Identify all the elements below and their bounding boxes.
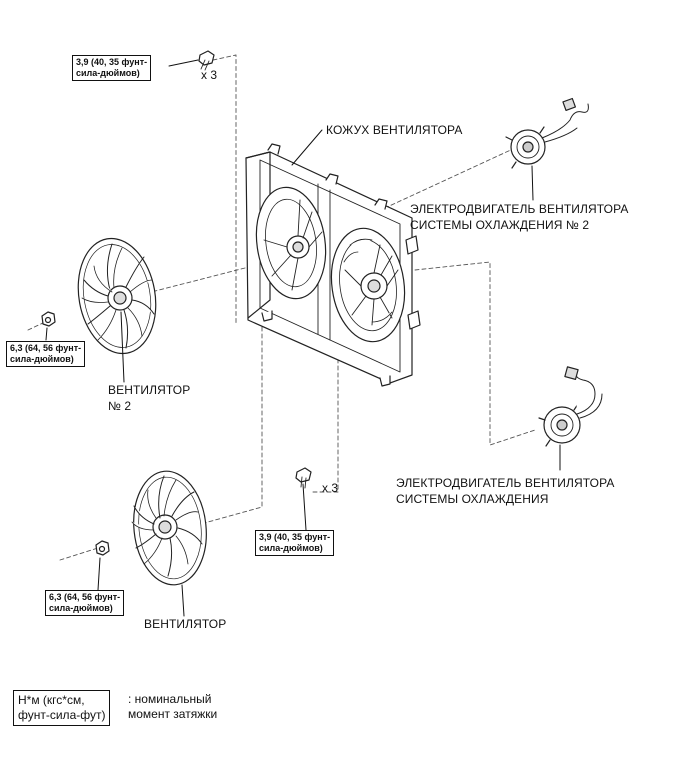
fan-1-nut <box>95 540 110 556</box>
legend-unit-line1: Н*м (кгс*см, <box>18 693 85 707</box>
torque-value: 6,3 (64, 56 фунт- <box>49 592 121 602</box>
torque-box-top-bolt: 3,9 (40, 35 фунт- сила-дюймов) <box>72 55 152 81</box>
leader-lines <box>45 59 561 617</box>
quantity-lower-bolt: x 3 <box>322 481 339 495</box>
quantity-top-bolt: x 3 <box>201 68 218 82</box>
torque-box-lower-bolt: 3,9 (40, 35 фунт- сила-дюймов) <box>255 530 335 556</box>
fan-motor-2 <box>505 97 589 169</box>
top-bolt <box>198 50 215 71</box>
torque-unit: сила-дюймов) <box>259 543 323 553</box>
fan-2-blades <box>77 237 157 355</box>
fan-motor-1 <box>538 366 603 447</box>
legend-desc-line2: момент затяжки <box>128 707 218 721</box>
assembly-guide-lines <box>27 54 536 561</box>
label-fan-motor-2-line1: ЭЛЕКТРОДВИГАТЕЛЬ ВЕНТИЛЯТОРА <box>410 202 629 216</box>
torque-unit: сила-дюймов) <box>49 603 113 613</box>
torque-box-fan-2-nut: 6,3 (64, 56 фунт- сила-дюймов) <box>6 341 86 367</box>
label-fan-2-line2: № 2 <box>108 399 132 413</box>
torque-unit: сила-дюймов) <box>76 68 140 78</box>
legend-desc-line1: : номинальный <box>128 692 212 706</box>
torque-box-fan-1-nut: 6,3 (64, 56 фунт- сила-дюймов) <box>45 590 125 616</box>
torque-unit: сила-дюймов) <box>10 354 74 364</box>
torque-value: 3,9 (40, 35 фунт- <box>259 532 331 542</box>
fan-shroud <box>245 143 421 387</box>
legend-unit-line2: фунт-сила-фут) <box>18 708 106 722</box>
legend-unit-box: Н*м (кгс*см, фунт-сила-фут) <box>13 690 111 726</box>
label-fan-motor-2-line2: СИСТЕМЫ ОХЛАЖДЕНИЯ № 2 <box>410 218 590 232</box>
label-fan-shroud: КОЖУХ ВЕНТИЛЯТОРА <box>326 123 463 137</box>
label-fan-motor-1-line1: ЭЛЕКТРОДВИГАТЕЛЬ ВЕНТИЛЯТОРА <box>396 476 615 490</box>
lower-bolt <box>295 467 312 489</box>
label-fan-2-line1: ВЕНТИЛЯТОР <box>108 383 191 397</box>
torque-value: 6,3 (64, 56 фунт- <box>10 343 82 353</box>
torque-value: 3,9 (40, 35 фунт- <box>76 57 148 67</box>
label-fan-motor-1-line2: СИСТЕМЫ ОХЛАЖДЕНИЯ <box>396 492 549 506</box>
legend-description: : номинальный момент затяжки <box>128 692 217 722</box>
label-fan-1: ВЕНТИЛЯТОР <box>144 617 227 631</box>
fan-2-nut <box>41 311 56 327</box>
fan-1-blades <box>131 470 207 586</box>
